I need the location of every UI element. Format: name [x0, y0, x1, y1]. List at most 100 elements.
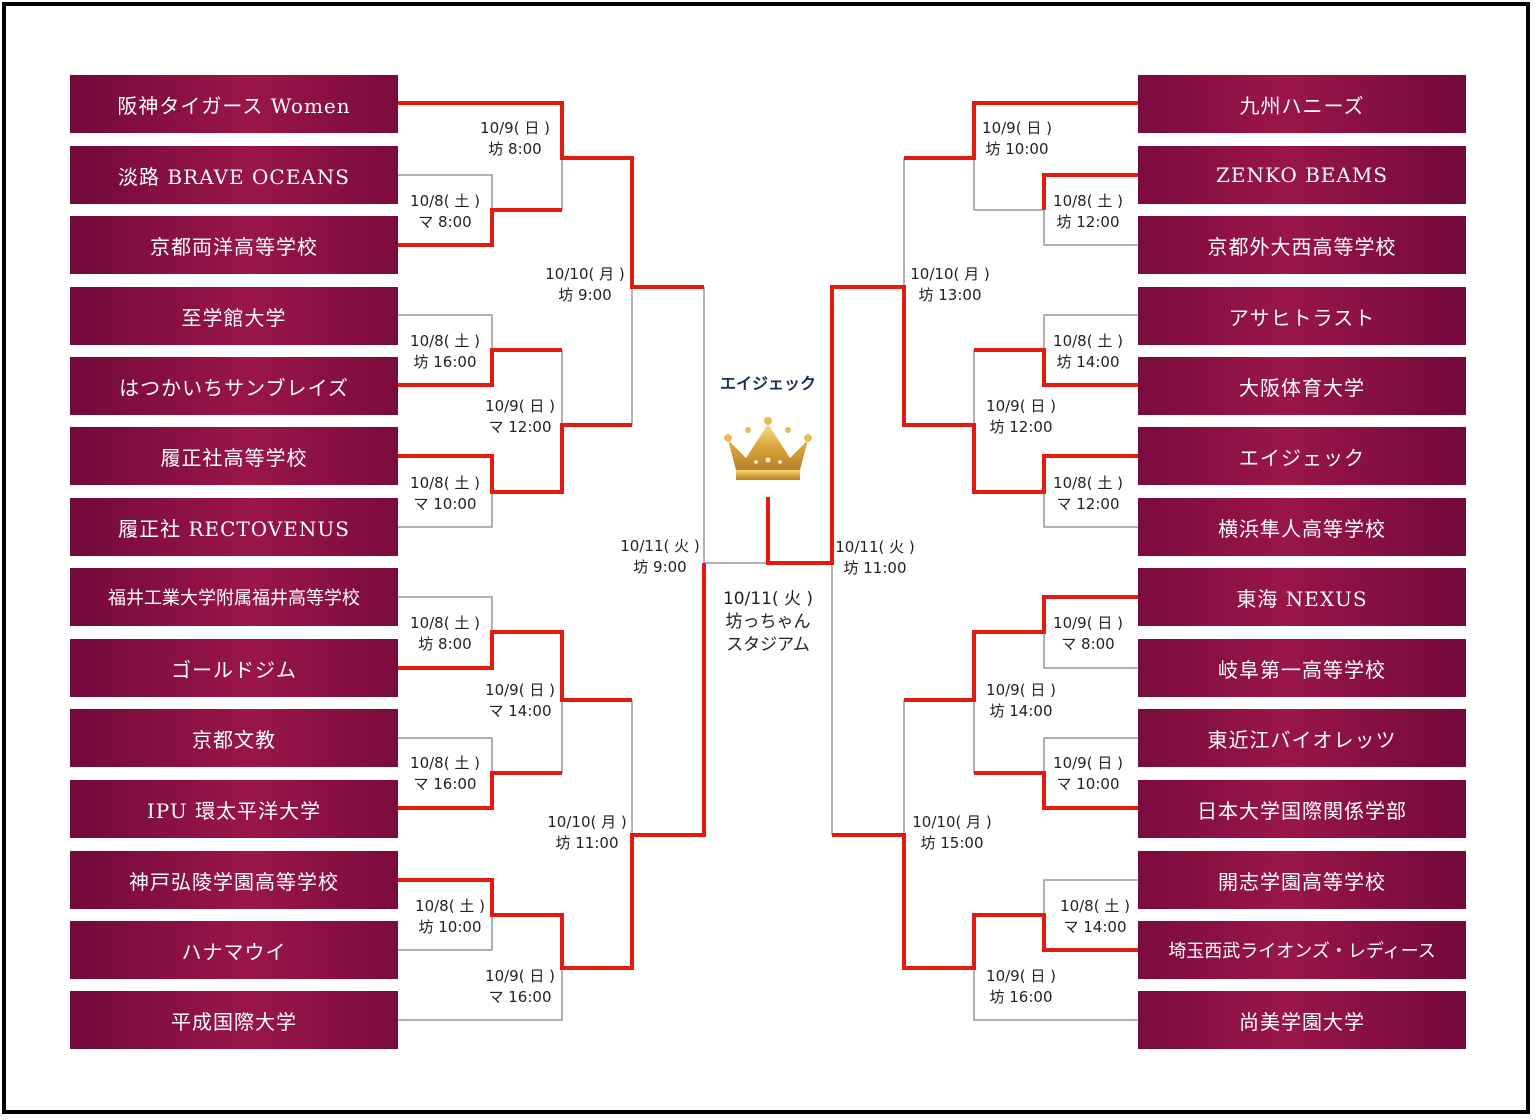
line: [398, 737, 493, 773]
match-date: 10/9( 日 ): [485, 397, 555, 415]
match-date: 10/9( 日 ): [1053, 754, 1123, 772]
team-name: IPU 環太平洋大学: [146, 798, 322, 823]
team-box-right[interactable]: 横浜隼人高等学校: [1138, 498, 1466, 556]
winner-path: [398, 423, 632, 494]
match-date: 10/11( 火 ): [835, 538, 915, 556]
team-box-right[interactable]: 京都外大西高等学校: [1138, 216, 1466, 274]
match-label: 10/9( 日 )マ 14:00: [465, 680, 575, 722]
match-date: 10/10( 月 ): [912, 813, 992, 831]
match-date: 10/8( 土 ): [1053, 332, 1123, 350]
match-label: 10/8( 土 )坊 8:00: [390, 613, 500, 655]
match-date: 10/8( 土 ): [410, 614, 480, 632]
team-box-left[interactable]: はつかいちサンブレイズ: [70, 357, 398, 415]
line: [1043, 737, 1138, 773]
match-date: 10/10( 月 ): [547, 813, 627, 831]
team-box-left[interactable]: 京都両洋高等学校: [70, 216, 398, 274]
match-label: 10/8( 土 ) マ 14:00: [1040, 896, 1150, 938]
team-box-right[interactable]: 日本大学国際関係学部: [1138, 780, 1466, 838]
team-box-left[interactable]: 履正社高等学校: [70, 427, 398, 485]
team-box-right[interactable]: 開志学園高等学校: [1138, 851, 1466, 909]
crown-icon: [724, 417, 812, 480]
match-date: 10/8( 土 ): [1060, 897, 1130, 915]
match-date: 10/9( 日 ): [1053, 614, 1123, 632]
winner-path: [398, 208, 562, 247]
match-time: マ 14:00: [1063, 918, 1127, 936]
team-box-right[interactable]: 東海 NEXUS: [1138, 568, 1466, 626]
team-box-left[interactable]: 阪神タイガース Women: [70, 75, 398, 133]
team-box-left[interactable]: 至学館大学: [70, 287, 398, 345]
match-time: 坊 12:00: [989, 418, 1053, 436]
team-name: 日本大学国際関係学部: [1197, 798, 1407, 823]
winner-path: [398, 771, 562, 810]
team-box-left[interactable]: ハナマウイ: [70, 921, 398, 979]
match-date: 10/9( 日 ): [480, 119, 550, 137]
team-name: エイジェック: [1239, 445, 1365, 470]
team-name: 至学館大学: [181, 305, 287, 330]
match-label: 10/8( 土 )マ 8:00: [390, 191, 500, 233]
winner-path: [974, 348, 1138, 387]
team-name: 神戸弘陵学園高等学校: [129, 869, 339, 894]
team-name: ハナマウイ: [181, 939, 287, 964]
team-box-left[interactable]: 福井工業大学附属福井高等学校: [70, 568, 398, 626]
match-time: 坊 16:00: [989, 988, 1053, 1006]
team-box-right[interactable]: 埼玉西武ライオンズ・レディース: [1138, 921, 1466, 979]
team-name: はつかいちサンブレイズ: [119, 375, 349, 400]
match-label: 10/8( 土 )坊 16:00: [390, 331, 500, 373]
team-box-left[interactable]: ゴールドジム: [70, 639, 398, 697]
team-box-right[interactable]: アサヒトラスト: [1138, 287, 1466, 345]
winner-path: [398, 348, 562, 387]
line: [398, 314, 493, 350]
team-name: 履正社高等学校: [160, 445, 308, 470]
match-time: マ 10:00: [1056, 775, 1120, 793]
team-box-left[interactable]: 京都文教: [70, 709, 398, 767]
match-time: マ 16:00: [413, 775, 477, 793]
match-date: 10/9( 日 ): [485, 967, 555, 985]
match-date: 10/8( 土 ): [1053, 474, 1123, 492]
team-box-left[interactable]: IPU 環太平洋大学: [70, 780, 398, 838]
team-name: 開志学園高等学校: [1218, 869, 1386, 894]
match-label: 10/8( 土 )坊 12:00: [1033, 191, 1143, 233]
line: [398, 492, 493, 528]
match-date: 10/8( 土 ): [1053, 192, 1123, 210]
team-name: ゴールドジム: [171, 657, 297, 682]
team-box-left[interactable]: 履正社 RECTOVENUS: [70, 498, 398, 556]
match-date: 10/9( 日 ): [982, 119, 1052, 137]
match-label: 10/8( 土 )坊 10:00: [395, 896, 505, 938]
line: [1043, 210, 1138, 246]
match-date: 10/9( 日 ): [986, 397, 1056, 415]
team-box-right[interactable]: 九州ハニーズ: [1138, 75, 1466, 133]
line: [398, 174, 493, 210]
team-box-right[interactable]: 大阪体育大学: [1138, 357, 1466, 415]
team-name: 九州ハニーズ: [1239, 93, 1365, 118]
team-box-left[interactable]: 神戸弘陵学園高等学校: [70, 851, 398, 909]
team-name: 淡路 BRAVE OCEANS: [118, 164, 350, 189]
winner-path: [398, 563, 706, 970]
match-time: マ 8:00: [1061, 635, 1115, 653]
team-name: アサヒトラスト: [1228, 305, 1376, 330]
line: [398, 596, 493, 632]
team-box-left[interactable]: 淡路 BRAVE OCEANS: [70, 146, 398, 204]
team-name: 大阪体育大学: [1239, 375, 1365, 400]
team-box-right[interactable]: 岐阜第一高等学校: [1138, 639, 1466, 697]
match-time: マ 12:00: [1056, 495, 1120, 513]
team-name: 平成国際大学: [171, 1009, 297, 1034]
team-box-right[interactable]: エイジェック: [1138, 427, 1466, 485]
match-time: 坊 11:00: [555, 834, 619, 852]
team-name: 岐阜第一高等学校: [1218, 657, 1386, 682]
match-label: 10/8( 土 ) マ 12:00: [1033, 473, 1143, 515]
team-name: 京都外大西高等学校: [1207, 234, 1397, 259]
match-time: 坊 16:00: [413, 353, 477, 371]
match-date: 10/10( 月 ): [910, 265, 990, 283]
match-time: 坊 9:00: [558, 286, 612, 304]
team-name: 京都文教: [192, 727, 276, 752]
team-box-left[interactable]: 平成国際大学: [70, 991, 398, 1049]
match-time: 坊 13:00: [918, 286, 982, 304]
team-box-right[interactable]: 尚美学園大学: [1138, 991, 1466, 1049]
match-time: 坊 14:00: [1056, 353, 1120, 371]
line: [1043, 314, 1138, 350]
match-date: 10/9( 日 ): [986, 967, 1056, 985]
team-name: 東海 NEXUS: [1236, 586, 1368, 611]
team-box-right[interactable]: 東近江バイオレッツ: [1138, 709, 1466, 767]
match-time: マ 16:00: [488, 988, 552, 1006]
team-box-right[interactable]: ZENKO BEAMS: [1138, 146, 1466, 204]
